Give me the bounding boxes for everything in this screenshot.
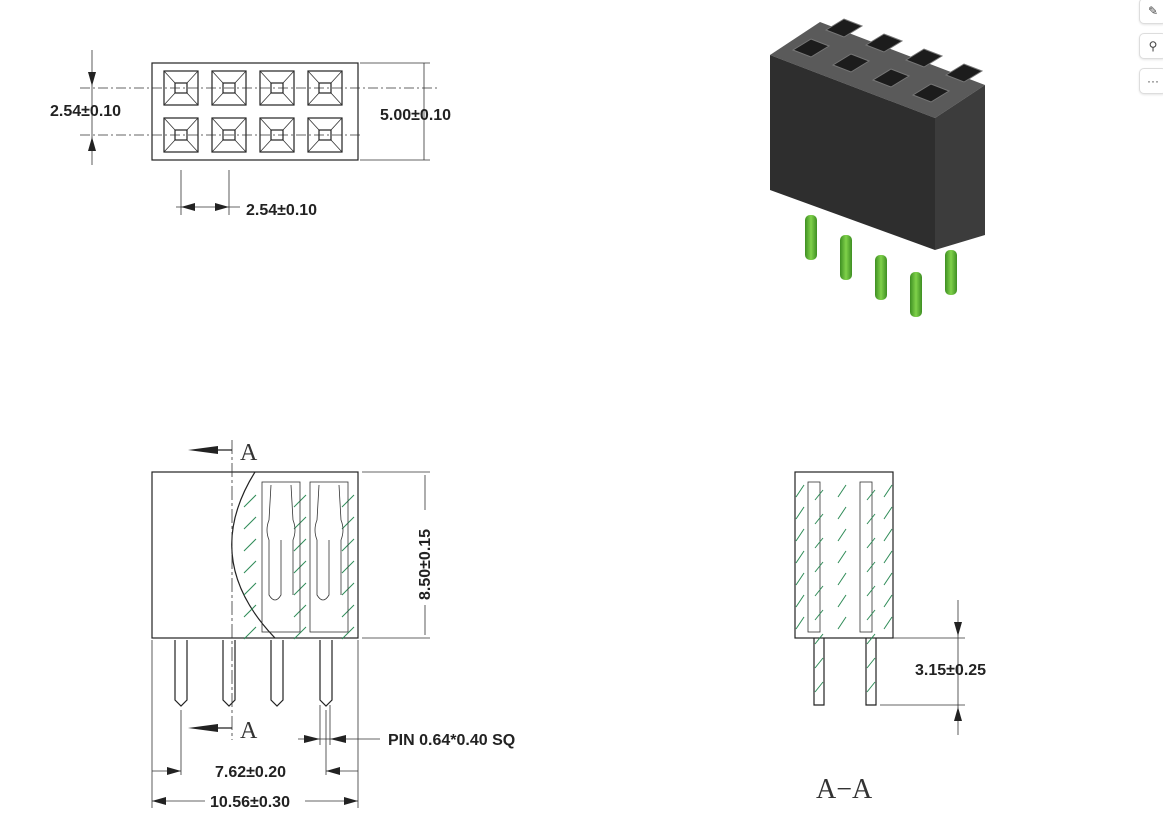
socket-hole — [791, 38, 831, 58]
section-view: 3.15±0.25 A−A — [794, 471, 986, 805]
pitch-vertical-dimension: 2.54±0.10 — [50, 103, 121, 120]
socket-hole — [911, 83, 951, 103]
pin — [875, 255, 887, 300]
more-icon: ··· — [1147, 74, 1159, 88]
pin — [840, 235, 852, 280]
socket-hole — [831, 53, 871, 73]
socket-hole — [864, 33, 904, 53]
edit-image-icon: ✎ — [1147, 4, 1159, 18]
side-view: A A 8.50±0.15 PIN 0.64*0.40 SQ 7.62±0.20… — [151, 440, 515, 811]
socket-hole — [824, 18, 864, 38]
pin — [865, 638, 877, 706]
pin — [813, 638, 825, 706]
search-icon: ⚲ — [1148, 39, 1158, 53]
body-height-dimension: 8.50±0.15 — [417, 529, 434, 600]
socket-hole — [871, 68, 911, 88]
height-dimension: 5.00±0.10 — [380, 107, 451, 124]
pin — [270, 640, 284, 707]
overall-length-dimension: 10.56±0.30 — [210, 794, 290, 811]
pitch-horizontal-dimension: 2.54±0.10 — [246, 202, 317, 219]
contact — [222, 129, 236, 141]
pin — [945, 250, 957, 295]
more-button[interactable]: ··· — [1139, 68, 1163, 94]
top-view: 2.54±0.10 5.00±0.10 2.54±0.10 — [50, 50, 451, 219]
pin — [222, 640, 236, 707]
contact — [222, 82, 236, 94]
edit-image-button[interactable]: ✎ — [1139, 0, 1163, 24]
pin — [910, 272, 922, 317]
section-mark-bottom: A — [240, 718, 258, 744]
pin — [174, 640, 188, 707]
contact-spring — [266, 484, 282, 601]
pin-length-dimension: 3.15±0.25 — [915, 662, 986, 679]
socket-hole — [904, 48, 944, 68]
pin-size-dimension: PIN 0.64*0.40 SQ — [388, 732, 515, 749]
search-button[interactable]: ⚲ — [1139, 33, 1163, 59]
section-title: A−A — [816, 774, 873, 805]
section-mark-top: A — [240, 440, 258, 466]
pin — [319, 640, 333, 707]
connector-3d-render — [770, 18, 985, 317]
socket-hole — [944, 63, 984, 83]
pin-span-dimension: 7.62±0.20 — [215, 764, 286, 781]
contact-spring — [314, 484, 330, 601]
pin — [805, 215, 817, 260]
